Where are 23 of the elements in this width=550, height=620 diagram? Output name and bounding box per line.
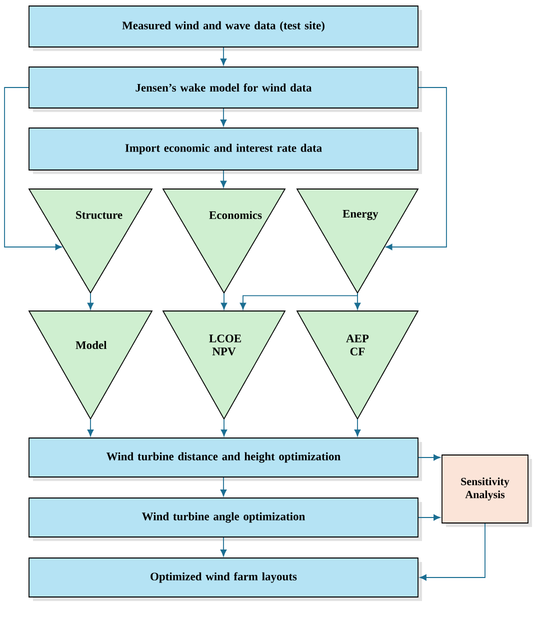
process-box: Import economic and interest rate data <box>28 128 422 174</box>
arrow <box>240 292 358 310</box>
arrow <box>87 418 94 436</box>
arrow <box>220 47 227 66</box>
arrow <box>385 87 447 250</box>
arrow <box>87 292 94 310</box>
arrow <box>220 477 227 496</box>
process-box: Jensen’s wake model for wind data <box>28 66 422 112</box>
process-box: Sensitivity Analysis <box>442 454 532 527</box>
arrow <box>418 454 440 461</box>
arrow <box>4 87 62 250</box>
process-box: Measured wind and wave data (test site) <box>28 6 422 51</box>
arrow <box>220 537 227 556</box>
arrow <box>220 292 228 310</box>
process-box: Wind turbine distance and height optimization <box>28 438 422 481</box>
arrow <box>220 108 227 126</box>
arrow <box>220 170 227 188</box>
process-box: Optimized wind farm layouts <box>28 558 422 601</box>
arrow <box>220 418 228 436</box>
arrow <box>418 514 440 521</box>
arrow <box>420 523 486 581</box>
arrow <box>354 418 361 436</box>
process-box: Wind turbine angle optimization <box>28 498 422 541</box>
